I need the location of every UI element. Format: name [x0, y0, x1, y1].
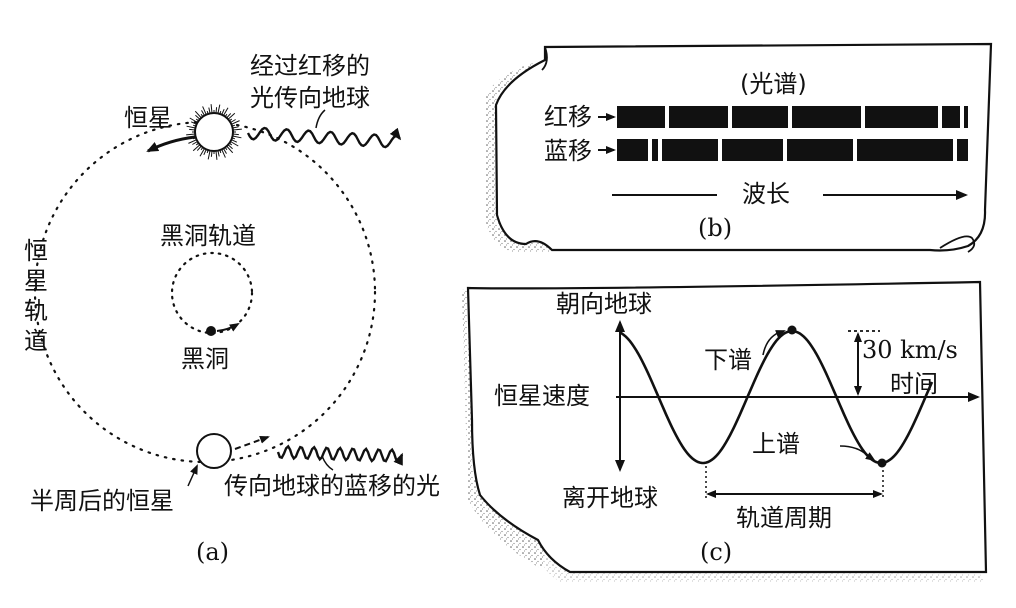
star-orbit [33, 120, 377, 464]
spectrum-band [957, 139, 968, 161]
panel-a [33, 104, 404, 487]
redshift-light-label-line1: 经过红移的 [250, 52, 370, 80]
blueshift-label: 蓝移 [544, 137, 592, 165]
star-velocity-label: 恒星速度 [494, 382, 590, 410]
redshift-label: 红移 [544, 103, 592, 131]
blueshift-light-label: 传向地球的蓝移的光 [224, 472, 440, 500]
redshift-light-label-line2: 光传向地球 [250, 84, 370, 112]
spectrum-band [722, 139, 783, 161]
star-half-period-label: 半周后的恒星 [30, 487, 174, 515]
curve-peak-dot [787, 325, 797, 335]
star-motion-arrow [146, 135, 196, 153]
redshift-label-pointer [315, 109, 326, 129]
blackhole-orbit-label: 黑洞轨道 [160, 222, 256, 250]
star-label: 恒星 [124, 104, 172, 132]
star-orbit-label: 恒星轨道 [24, 237, 48, 355]
panel-a-caption: (a) [196, 538, 230, 566]
panel-b-left-curl [541, 46, 548, 71]
blackhole-dot [206, 326, 216, 336]
curve-trough-dot [877, 458, 887, 468]
wavelength-label: 波长 [742, 180, 790, 208]
amplitude-label: 30 km/s [862, 336, 958, 364]
spectrum-band [865, 106, 938, 128]
star-bottom-pointer [187, 464, 198, 487]
blueshift-label-pointer [321, 455, 334, 471]
spectrum-band [942, 106, 960, 128]
spectrum-band [792, 106, 861, 128]
panel-c [462, 280, 988, 582]
lower-spectrum-pointer [762, 330, 786, 356]
upper-spectrum-pointer [839, 445, 876, 462]
blueshift-spectrum [617, 139, 968, 161]
panel-b-paper-shadow [485, 60, 552, 252]
spectrum-band [732, 106, 788, 128]
spectrum-band [652, 139, 658, 161]
lower-spectrum-label: 下谱 [704, 346, 752, 374]
blackhole-label: 黑洞 [181, 345, 229, 373]
star-bottom [196, 433, 232, 469]
spectrum-band [964, 106, 968, 128]
spectrum-band [617, 139, 648, 161]
blueshift-wave [276, 444, 404, 466]
away-earth-label: 离开地球 [562, 484, 658, 512]
redshift-wave [246, 126, 402, 149]
orbital-period-label: 轨道周期 [736, 504, 832, 532]
spectrum-band [787, 139, 853, 161]
panel-b-caption: (b) [698, 214, 733, 242]
upper-spectrum-label: 上谱 [752, 430, 800, 458]
panel-b-curl [939, 235, 976, 253]
redshift-spectrum [617, 106, 968, 128]
panel-b [485, 42, 993, 253]
blackhole-motion-arrow [216, 322, 240, 332]
panel-c-paper [466, 280, 988, 574]
blackhole-orbit [170, 251, 254, 335]
star-bottom-dashed-arrow [234, 435, 270, 450]
spectrum-band [617, 106, 665, 128]
star-top [186, 104, 242, 160]
panel-c-caption: (c) [700, 538, 733, 566]
toward-earth-label: 朝向地球 [556, 290, 652, 318]
spectrum-title: (光谱) [740, 70, 807, 98]
spectrum-band [857, 139, 953, 161]
spectrum-band [662, 139, 718, 161]
time-label: 时间 [890, 370, 938, 398]
spectrum-band [669, 106, 728, 128]
